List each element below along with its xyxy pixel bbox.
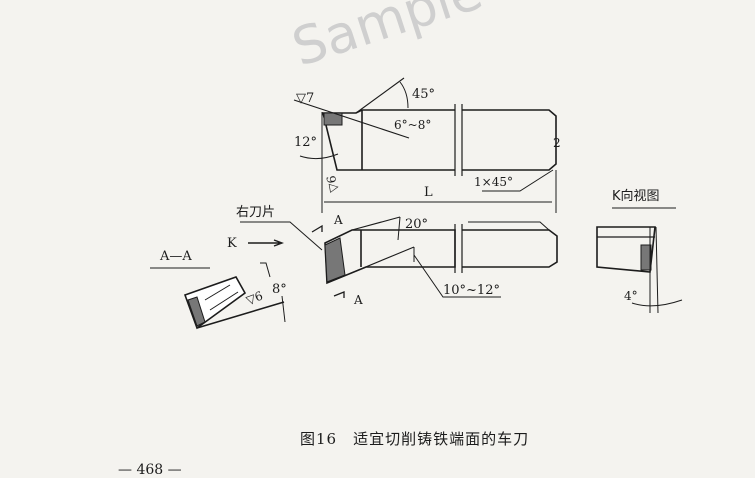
section-AA-label: A—A bbox=[160, 249, 192, 264]
angle-45-label: 45° bbox=[412, 87, 436, 102]
section-mark-top: A bbox=[334, 213, 343, 227]
angle-10-12-label: 10°~12° bbox=[443, 283, 500, 298]
top-body-right bbox=[462, 109, 557, 171]
angle-8-label: 8° bbox=[272, 282, 287, 297]
section-mark-bottom: A bbox=[354, 293, 363, 307]
section-AA bbox=[150, 262, 286, 330]
surface-finish-6-top: ▽6 bbox=[324, 174, 341, 194]
dimension-L-label: L bbox=[424, 185, 433, 200]
angle-12-label: 12° bbox=[294, 135, 318, 150]
k-view bbox=[596, 207, 683, 314]
view-k-title: K向视图 bbox=[612, 189, 660, 204]
figure-caption: 图16 适宜切削铸铁端面的车刀 bbox=[300, 430, 530, 448]
right-insert-label: 右刀片 bbox=[236, 205, 276, 220]
surface-finish-7: ▽7 bbox=[296, 91, 315, 106]
bottom-insert bbox=[324, 237, 346, 283]
view-k-arrow-label: K bbox=[227, 236, 237, 251]
dimension-2-label: 2 bbox=[553, 136, 561, 150]
chamfer-label: 1×45° bbox=[474, 175, 513, 189]
page-number: — 468 — bbox=[118, 462, 182, 478]
bottom-view bbox=[240, 216, 558, 298]
top-view bbox=[293, 77, 557, 213]
angle-4-label: 4° bbox=[624, 289, 638, 303]
angle-20-label: 20° bbox=[405, 217, 429, 232]
angle-6-8-label: 6°~8° bbox=[394, 118, 432, 132]
top-body-outline bbox=[321, 109, 455, 171]
